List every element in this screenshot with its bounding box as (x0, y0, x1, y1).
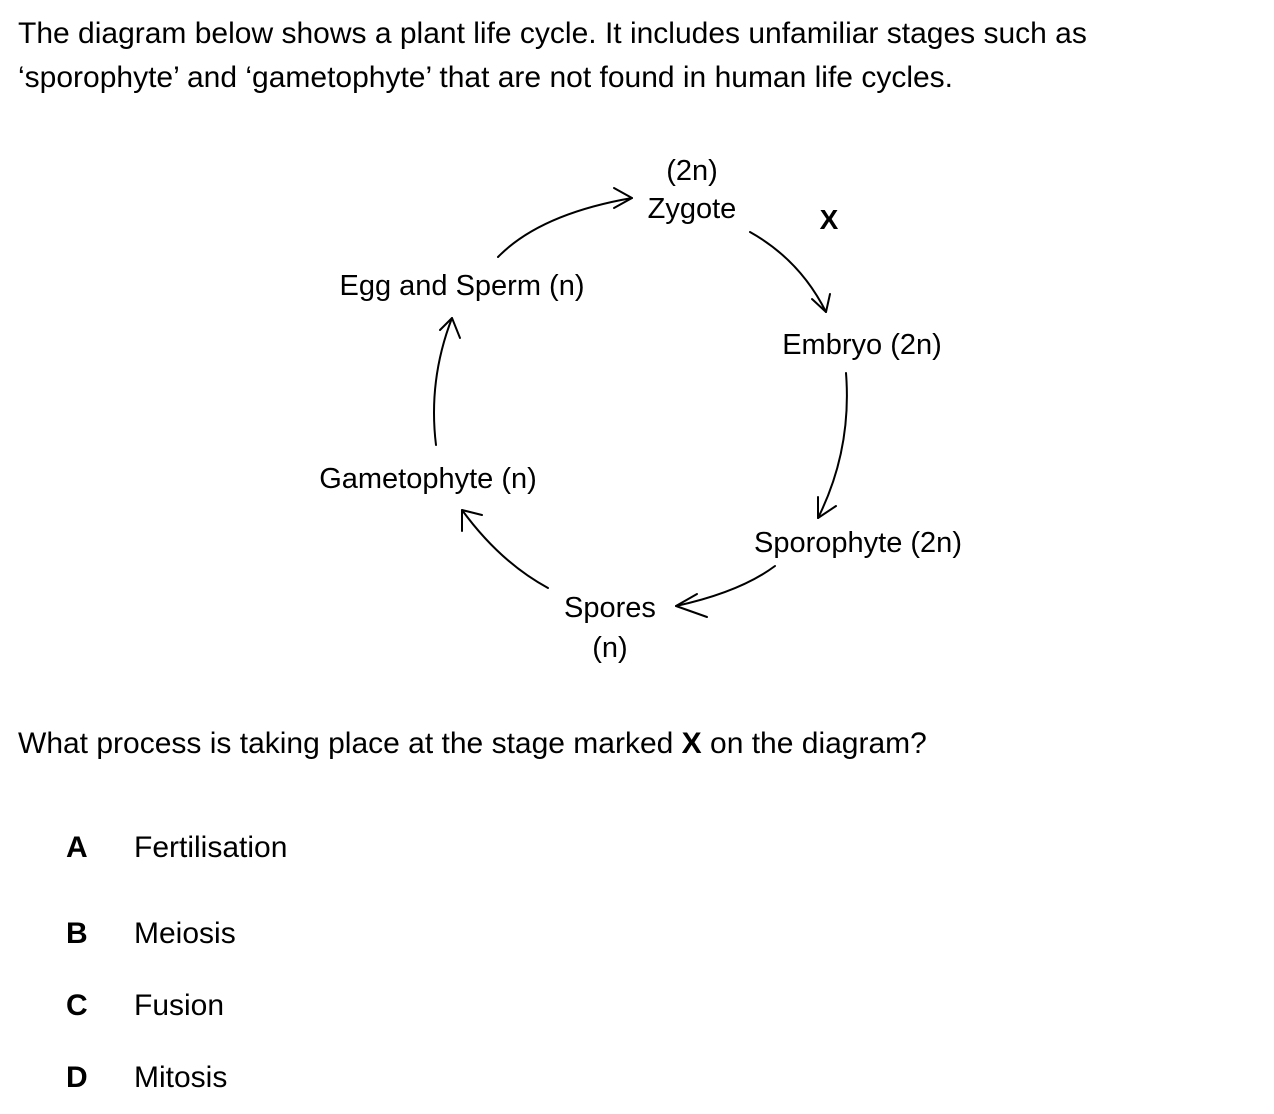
option-b[interactable]: B Meiosis (66, 898, 287, 970)
embryo-label: Embryo (2n) (782, 329, 942, 361)
option-label: Meiosis (134, 917, 236, 950)
question-text: What process is taking place at the stag… (18, 722, 927, 766)
arrow-egg-to-zygote (497, 197, 633, 258)
x-marker-label: X (820, 204, 839, 235)
option-letter: B (66, 917, 88, 950)
arrow-zygote-to-embryo-head (811, 293, 831, 313)
spores-ploidy-label: (n) (592, 632, 627, 664)
arrow-sporophyte-to-spores-head (675, 593, 708, 618)
arrow-spores-to-gametophyte-head (461, 509, 483, 532)
option-label: Fusion (134, 989, 225, 1022)
answer-options: A Fertilisation B Meiosis C Fusion D Mit… (66, 826, 287, 1114)
option-a[interactable]: A Fertilisation (66, 826, 287, 870)
question-before: What process is taking place at the stag… (18, 727, 682, 760)
life-cycle-diagram: (2n) Zygote X Embryo (2n) Sporophyte (2n… (319, 155, 962, 664)
intro-line-1: The diagram below shows a plant life cyc… (18, 17, 1087, 50)
option-label: Mitosis (134, 1061, 228, 1094)
sporophyte-label: Sporophyte (2n) (754, 527, 962, 559)
intro-line-2: ‘sporophyte’ and ‘gametophyte’ that are … (18, 61, 954, 94)
option-letter: A (66, 831, 88, 864)
arrow-zygote-to-embryo (749, 231, 827, 313)
question-after: on the diagram? (701, 727, 927, 760)
arrow-gametophyte-to-egg-head (439, 317, 461, 339)
option-d[interactable]: D Mitosis (66, 1042, 287, 1114)
option-letter: C (66, 989, 88, 1022)
option-c[interactable]: C Fusion (66, 970, 287, 1042)
arrow-egg-to-zygote-head (613, 187, 633, 209)
question-marker: X (681, 727, 702, 760)
option-label: Fertilisation (134, 831, 288, 864)
arrow-gametophyte-to-egg (433, 317, 453, 446)
arrow-spores-to-gametophyte (461, 509, 549, 589)
zygote-ploidy-label: (2n) (666, 155, 718, 187)
arrow-embryo-to-sporophyte-head (817, 496, 837, 519)
arrow-embryo-to-sporophyte (817, 372, 848, 519)
zygote-label: Zygote (648, 193, 737, 225)
spores-label: Spores (564, 592, 656, 624)
arrow-sporophyte-to-spores (675, 565, 776, 607)
option-letter: D (66, 1061, 88, 1094)
egg-and-sperm-label: Egg and Sperm (n) (339, 270, 584, 302)
gametophyte-label: Gametophyte (n) (319, 463, 537, 495)
intro-text: The diagram below shows a plant life cyc… (18, 12, 1248, 100)
